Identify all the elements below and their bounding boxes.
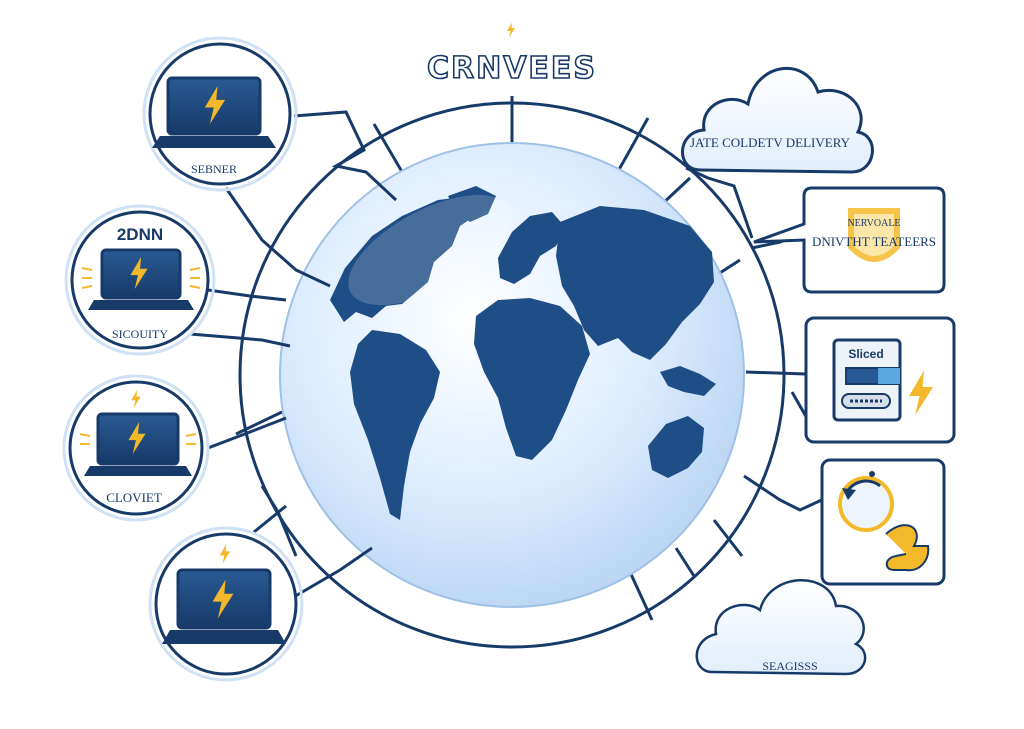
shield-icon	[848, 208, 900, 262]
islands-southeast-asia	[660, 366, 716, 396]
diagram-title: CRNVEES	[427, 51, 597, 86]
node-server[interactable]: SEBNER	[142, 36, 298, 192]
node-content-delivery[interactable]: JATE COLDETV DELIVERY	[681, 66, 874, 174]
node-cloud[interactable]: CLOVIET	[62, 374, 210, 522]
continent-australia	[648, 416, 704, 478]
node-seagiss[interactable]: SEAGISSS	[695, 579, 867, 676]
node-label: CLOVIET	[106, 490, 162, 505]
node-secured-server[interactable]: Sliced	[804, 316, 956, 444]
cloud-icon	[681, 66, 874, 174]
node-badge: NERVOALE	[847, 218, 900, 229]
cloud-icon	[695, 579, 867, 676]
title-bolt-icon	[507, 22, 515, 38]
continent-greenland	[448, 186, 496, 222]
laptop-bolt-icon	[79, 412, 197, 476]
node-label: Sliced	[848, 347, 883, 361]
node-delivery-teams[interactable]: NERVOALE DNIVTHT TEATEERS	[753, 186, 946, 294]
sync-icon	[838, 471, 930, 572]
globe	[279, 142, 745, 608]
node-sync[interactable]	[820, 458, 946, 586]
node-laptop[interactable]	[148, 526, 304, 682]
node-label: JATE COLDETV DELIVERY	[690, 135, 851, 150]
continent-south-america	[350, 330, 440, 520]
continent-africa	[474, 298, 590, 460]
node-label: SEAGISSS	[762, 659, 817, 673]
laptop-bolt-icon	[152, 76, 276, 148]
laptop-bolt-icon	[162, 568, 286, 644]
laptop-bolt-icon	[81, 248, 201, 310]
node-label: SEBNER	[191, 162, 237, 176]
server-bolt-icon	[832, 338, 933, 422]
left-connectors	[189, 110, 398, 600]
node-label: SICOUITY	[112, 327, 168, 341]
node-top-label: 2DNN	[117, 225, 163, 244]
node-label: DNIVTHT TEATEERS	[812, 234, 936, 249]
continent-asia	[556, 206, 714, 360]
continent-europe	[498, 212, 566, 284]
node-security[interactable]: 2DNN SICOUITY	[64, 204, 216, 356]
continent-north-america	[330, 196, 478, 322]
title-group: CRNVEES	[426, 22, 597, 87]
